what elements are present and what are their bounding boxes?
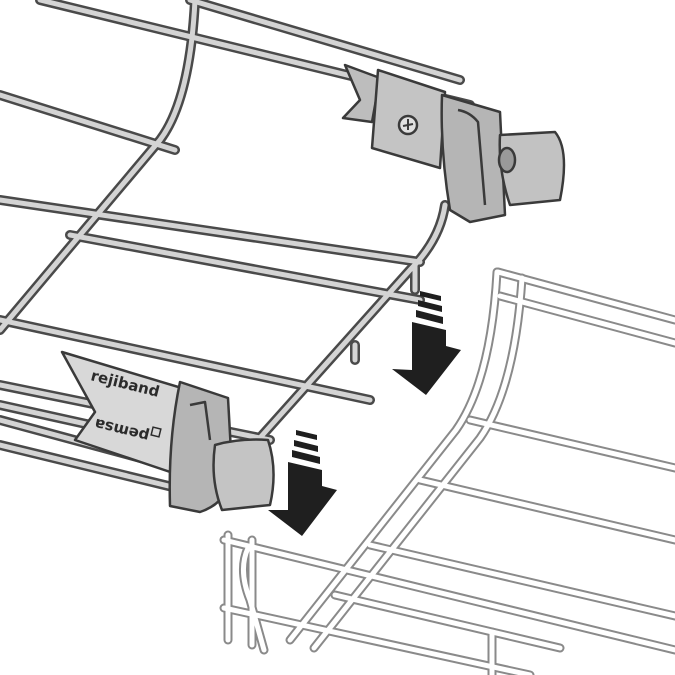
upper-wire-tray xyxy=(0,0,475,495)
down-arrow-icon xyxy=(392,291,461,395)
down-arrow-icon xyxy=(268,430,337,536)
bottom-joint-clamp xyxy=(60,350,275,514)
pemsa-logo-square xyxy=(150,426,162,438)
top-joint-clamp xyxy=(341,63,566,224)
lower-wire-tray xyxy=(219,267,675,675)
